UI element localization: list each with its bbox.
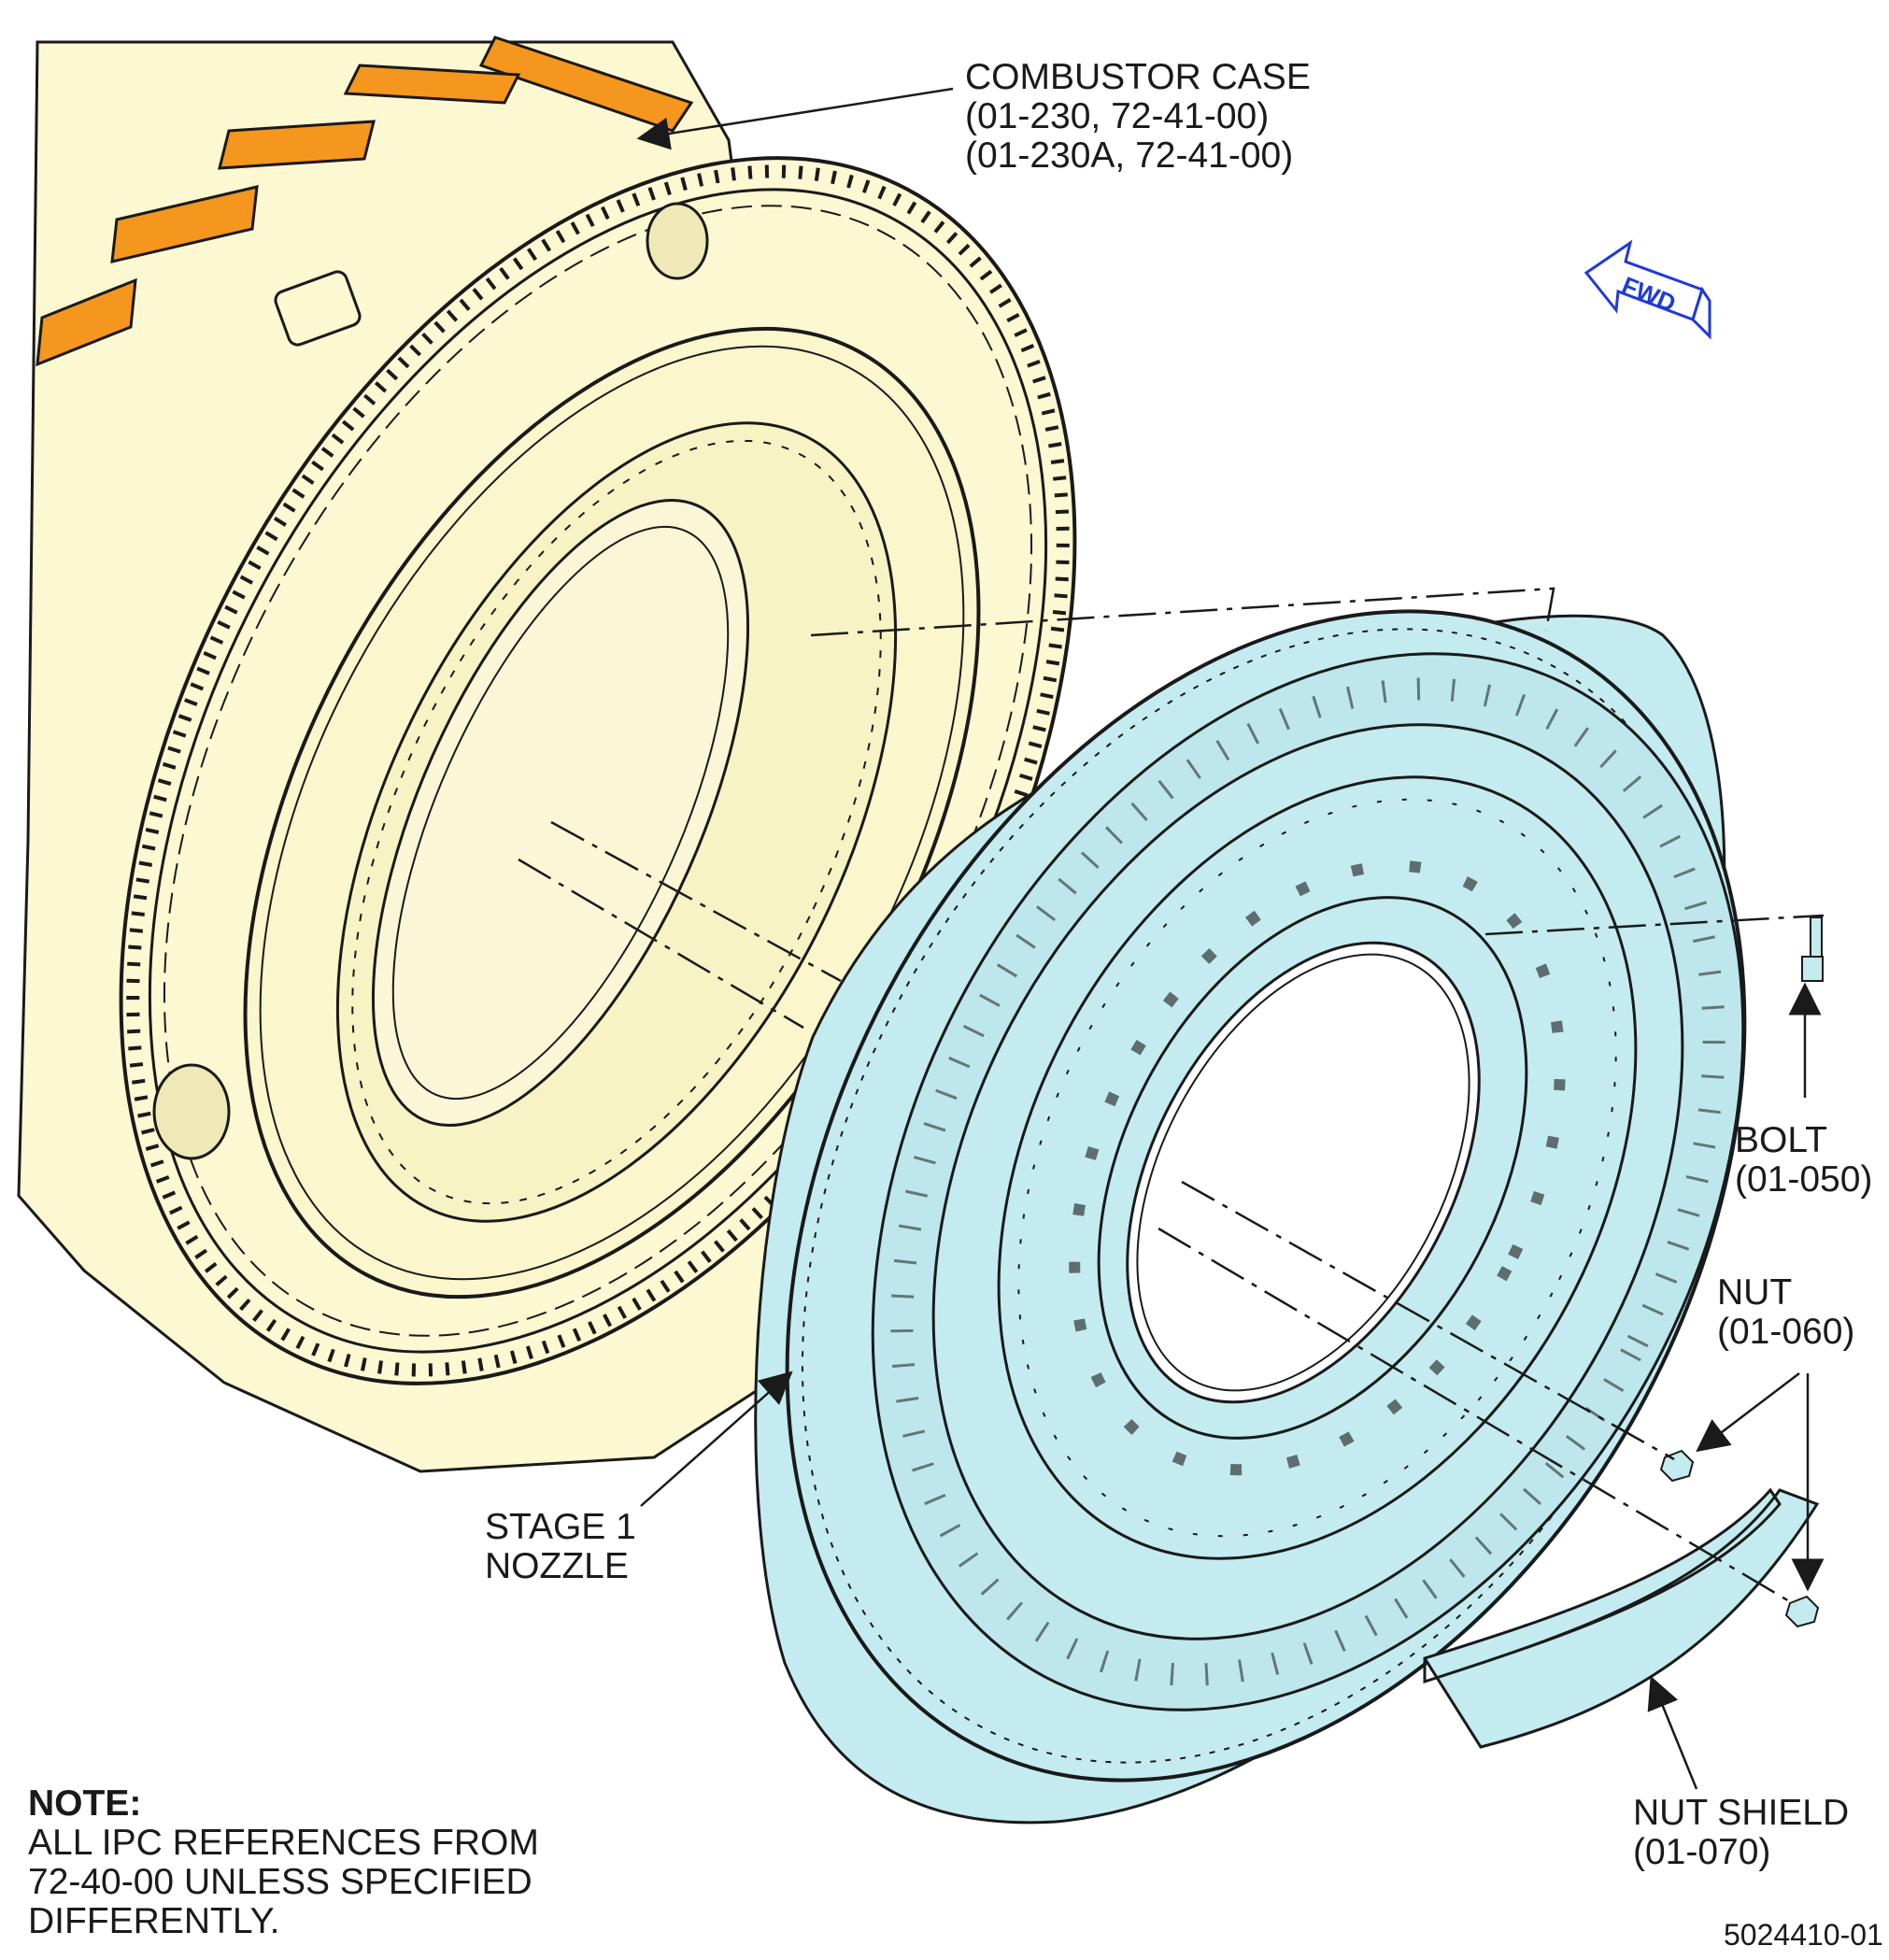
- fwd-direction-icon: FWD: [1584, 239, 1711, 340]
- nut-shield-ref: (01-070): [1633, 1832, 1771, 1872]
- nut-leader-upper: [1696, 1372, 1800, 1453]
- nut-shield-label: NUT SHIELD (01-070): [1633, 1794, 1849, 1872]
- combustor-case-name: COMBUSTOR CASE: [965, 57, 1311, 97]
- figure-id: 5024410-01: [1724, 1918, 1883, 1952]
- nut-part: [1659, 1449, 1820, 1628]
- note-line-3: DIFFERENTLY.: [28, 1901, 280, 1941]
- combustor-leader: [636, 87, 954, 150]
- bolt-ref: (01-050): [1735, 1159, 1873, 1200]
- nozzle-name-line1: STAGE 1: [485, 1507, 636, 1547]
- combustor-case-ref2: (01-230A, 72-41-00): [965, 135, 1294, 176]
- bolt-part: [1801, 916, 1824, 982]
- note-line-1: ALL IPC REFERENCES FROM: [28, 1823, 539, 1863]
- note-line-2: 72-40-00 UNLESS SPECIFIED: [28, 1862, 533, 1902]
- bolt-name: BOLT: [1735, 1120, 1827, 1160]
- mounting-brackets: [36, 36, 694, 367]
- nut-ref: (01-060): [1717, 1312, 1855, 1352]
- nut-label: NUT (01-060): [1717, 1273, 1854, 1352]
- note-heading: NOTE:: [28, 1783, 142, 1824]
- combustor-case-ref1: (01-230, 72-41-00): [965, 96, 1270, 136]
- nut-shield-name: NUT SHIELD: [1633, 1793, 1850, 1833]
- nut-name: NUT: [1717, 1272, 1793, 1313]
- bolt-label: BOLT (01-050): [1735, 1121, 1872, 1200]
- stage1-nozzle: [754, 609, 1747, 1825]
- nut-shield: [1423, 1487, 1820, 1749]
- combustor-case-label: COMBUSTOR CASE (01-230, 72-41-00) (01-23…: [965, 58, 1311, 176]
- alignment-lines: [518, 587, 1825, 1607]
- stage1-nozzle-label: STAGE 1 NOZZLE: [485, 1508, 636, 1586]
- nozzle-leader: [640, 1371, 793, 1507]
- leader-lines: [636, 87, 1825, 1790]
- nozzle-name-line2: NOZZLE: [485, 1546, 629, 1586]
- note-block: NOTE: ALL IPC REFERENCES FROM 72-40-00 U…: [28, 1784, 539, 1941]
- nut-shield-leader: [1647, 1675, 1698, 1790]
